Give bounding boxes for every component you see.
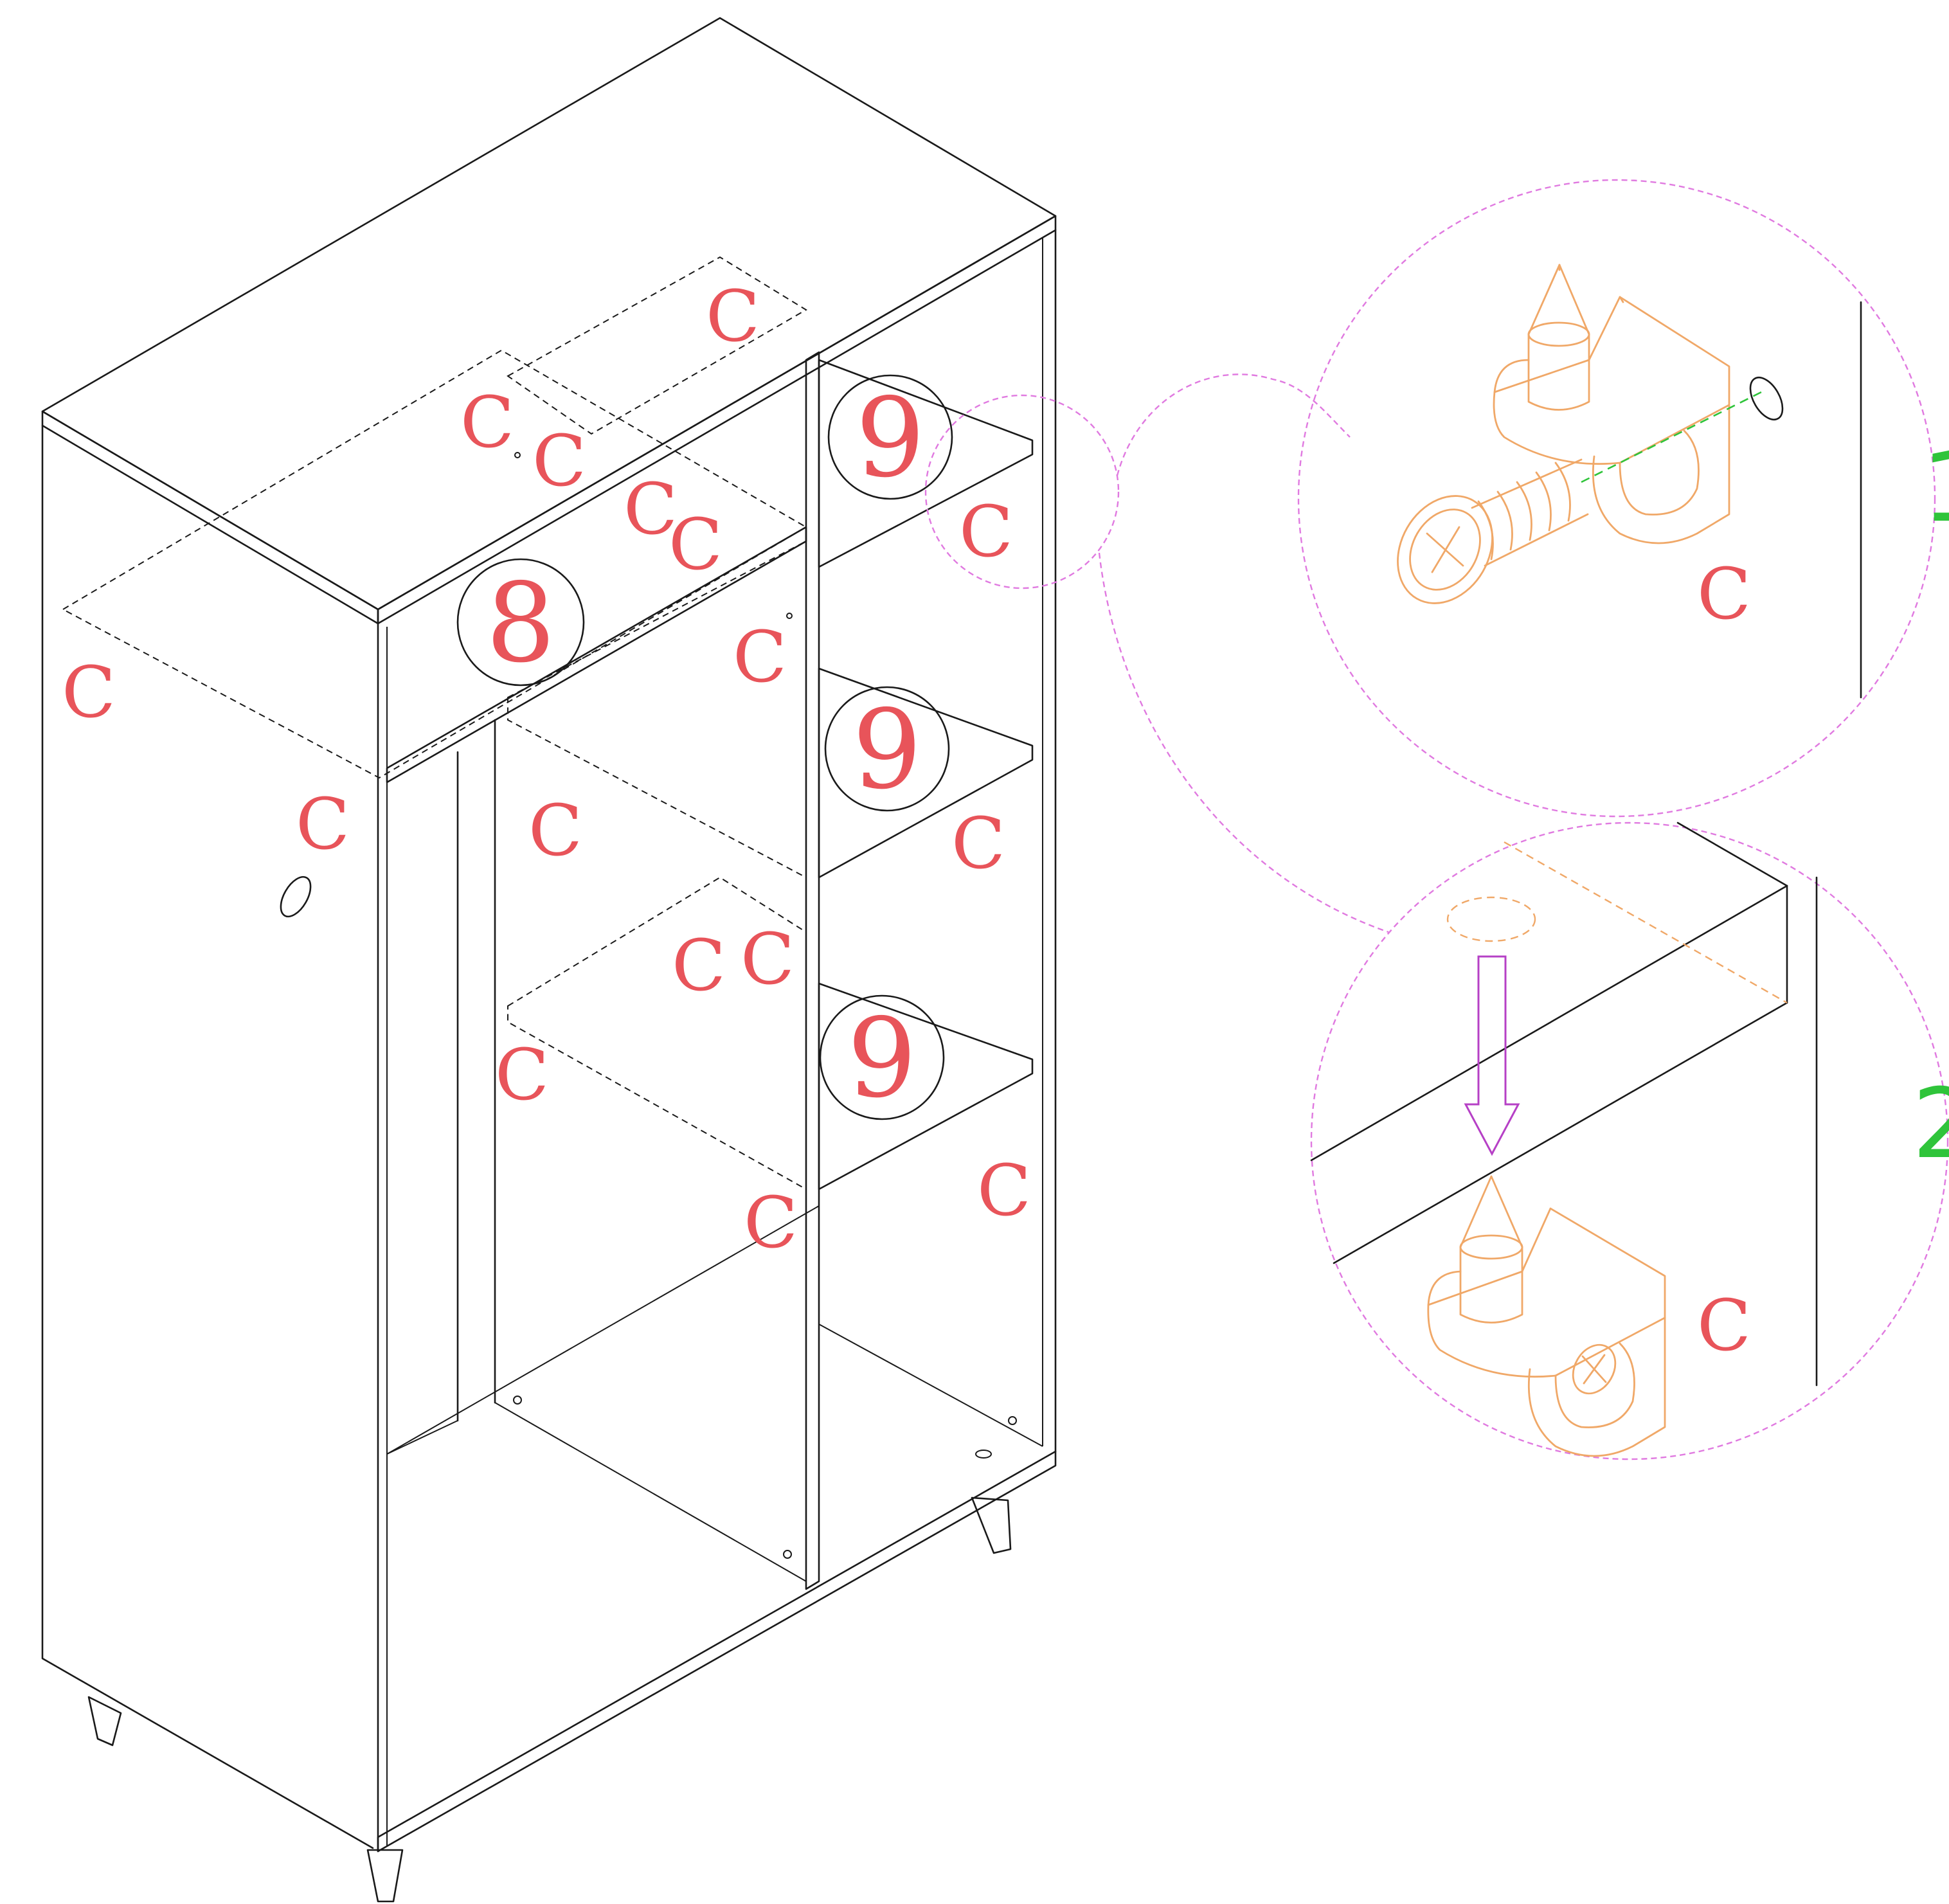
detail-view-1-circle — [1297, 179, 1936, 818]
shelf-support-pin-detail-2 — [1427, 1175, 1666, 1457]
part-9-bottom-number: 9 — [847, 995, 917, 1122]
part-9-top-circle — [827, 374, 953, 500]
detail-view-1-step-number: 1 — [1922, 432, 1949, 544]
detail-view-2-step-number: 2 — [1912, 1068, 1949, 1180]
leg-back-right — [971, 1496, 1012, 1554]
support-label: C — [669, 503, 723, 586]
upper-left-shelf-outline — [507, 256, 807, 435]
shelf-support-pin-detail-1 — [1397, 264, 1784, 604]
leg-front-left — [87, 1696, 122, 1747]
bottom-panel — [377, 1450, 1057, 1853]
center-divider — [805, 351, 820, 1590]
support-label: C — [528, 789, 582, 872]
support-label: C — [672, 924, 726, 1007]
shelf-bottom — [818, 982, 1034, 1190]
lower-shelf-outline — [507, 876, 807, 1190]
part-8-number: 8 — [486, 560, 555, 687]
detail-view-2-part-label: C — [1697, 1284, 1751, 1367]
detail-view-2-circle — [1310, 822, 1949, 1460]
shelf-slab-detail-2 — [1310, 822, 1788, 1264]
support-label: C — [733, 616, 787, 698]
shelf-middle — [818, 667, 1034, 879]
support-label: C — [951, 802, 1005, 885]
support-label: C — [624, 468, 678, 550]
support-label: C — [959, 490, 1013, 573]
inner-top-shelf — [386, 526, 807, 784]
top-panel — [41, 17, 1057, 611]
part-8-circle — [456, 558, 585, 687]
down-arrow-icon — [1464, 955, 1520, 1156]
detail-view-1-part-label: C — [1697, 553, 1751, 635]
part-9-middle-circle — [824, 686, 950, 812]
shelf-top — [818, 359, 1034, 568]
support-label: C — [495, 1034, 549, 1116]
support-label: C — [62, 651, 116, 733]
callout-connector — [1098, 552, 1389, 933]
part-9-middle-number: 9 — [852, 687, 922, 814]
drawer-panel-outline — [61, 349, 807, 779]
detail-callouts: C 1 C 2 — [924, 179, 1949, 1460]
callout-source-circle — [924, 394, 1120, 589]
support-label: C — [532, 420, 586, 502]
support-label: C — [741, 918, 795, 1000]
support-label: C — [977, 1149, 1031, 1232]
support-label: C — [460, 381, 514, 463]
support-label: C — [706, 275, 760, 357]
middle-shelf-outline — [507, 540, 807, 879]
support-label: C — [744, 1181, 798, 1264]
shelf-support-labels: C C C C C C C C C C C C C C C C — [62, 275, 1031, 1264]
wardrobe-carcass — [41, 17, 1057, 1903]
leg-front-center — [366, 1849, 404, 1903]
support-label: C — [296, 783, 350, 865]
cam-lock-hole — [280, 876, 312, 918]
part-9-top-number: 9 — [856, 375, 925, 502]
left-side-panel — [41, 424, 374, 1849]
part-9-bottom-circle — [819, 994, 945, 1120]
part-numbers: 8 9 9 9 — [456, 374, 953, 1122]
callout-connector — [1116, 373, 1351, 476]
